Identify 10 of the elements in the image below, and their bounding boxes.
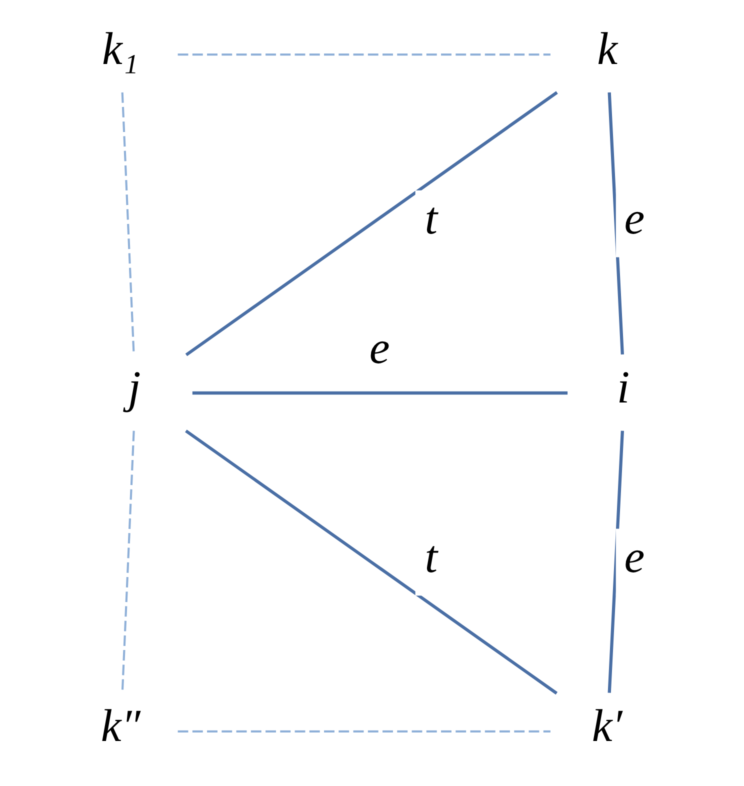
edge-label: e [368, 322, 390, 373]
edge-label: e [624, 192, 644, 244]
node-text: k₁ [101, 23, 138, 74]
edge-label: t [424, 192, 438, 244]
node-text: k [596, 23, 617, 74]
node-text: k′ [591, 700, 622, 752]
node-text: k″ [100, 700, 140, 752]
node-text: i [616, 362, 630, 413]
edge-label: e [624, 530, 644, 582]
edge-label: t [424, 530, 438, 582]
